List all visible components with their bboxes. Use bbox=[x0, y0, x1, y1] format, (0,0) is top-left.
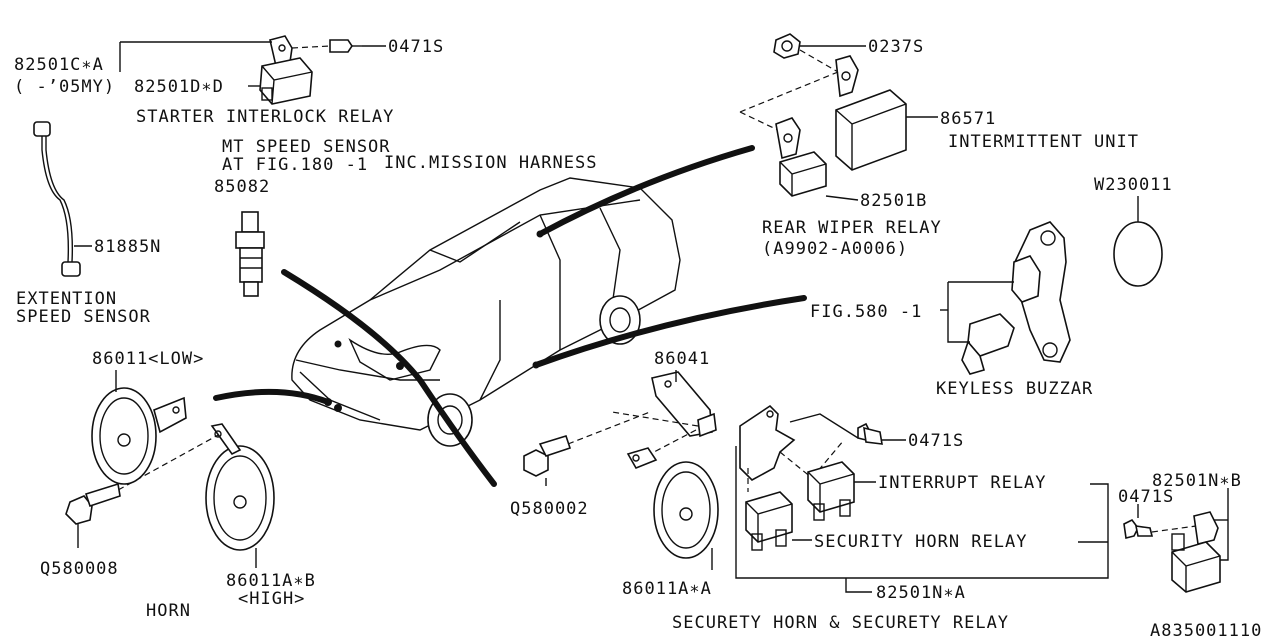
leader-horn bbox=[213, 388, 331, 405]
label-horn-bracket: 86041 bbox=[654, 349, 710, 369]
label-bolt-mid: 0471S bbox=[908, 431, 964, 451]
label-relay-na: 82501N∗A bbox=[876, 583, 966, 603]
label-nut-top: 0237S bbox=[868, 37, 924, 57]
label-horn-high-part: 86011A∗B bbox=[226, 571, 316, 591]
label-sec-horn-part: 86011A∗A bbox=[622, 579, 712, 599]
horn-bolt-drawing bbox=[65, 482, 121, 525]
car-body-drawing bbox=[291, 177, 681, 447]
label-intermittent-name: INTERMITTENT UNIT bbox=[948, 132, 1139, 152]
label-fig580: FIG.580 -1 bbox=[810, 302, 922, 322]
label-ext-sensor-name-1: EXTENTION bbox=[16, 289, 117, 309]
label-bolt-q2: Q580002 bbox=[510, 499, 589, 519]
leader-keyless bbox=[533, 295, 807, 368]
label-rear-wiper-name: REAR WIPER RELAY bbox=[762, 218, 942, 238]
label-rear-wiper-range: (A9902-A0006) bbox=[762, 239, 908, 259]
security-horn-relay-drawing bbox=[745, 491, 793, 551]
label-interrupt-relay: INTERRUPT RELAY bbox=[878, 473, 1047, 493]
security-horn-drawing bbox=[626, 447, 719, 559]
label-relay-starter-c: 82501C∗A bbox=[14, 55, 104, 75]
label-mt-speed-sensor: MT SPEED SENSOR bbox=[222, 137, 391, 157]
label-keyless-buzzar: KEYLESS BUZZAR bbox=[936, 379, 1093, 399]
label-at-fig: AT FIG.180 -1 bbox=[222, 155, 368, 175]
label-horn-name: HORN bbox=[146, 601, 191, 621]
grommet-drawing bbox=[1113, 221, 1163, 287]
label-inc-mission: INC.MISSION HARNESS bbox=[384, 153, 597, 173]
label-bolt-top: 0471S bbox=[388, 37, 444, 57]
label-relay-starter-c-note: ( -’05MY) bbox=[14, 77, 115, 97]
bracket-86041-drawing bbox=[651, 371, 717, 438]
leader-sensor bbox=[281, 269, 497, 487]
rear-wiper-relay-drawing bbox=[739, 71, 839, 197]
security-relay-bracket-drawing bbox=[739, 404, 845, 492]
intermittent-unit-drawing bbox=[773, 33, 907, 171]
label-relay-starter-d: 82501D∗D bbox=[134, 77, 224, 97]
label-diagram-id: A835001110 bbox=[1150, 621, 1262, 640]
label-ext-sensor-name-2: SPEED SENSOR bbox=[16, 307, 151, 327]
label-sensor-part: 85082 bbox=[214, 177, 270, 197]
label-relay-nb: 82501N∗B bbox=[1152, 471, 1242, 491]
label-bolt-horn: Q580008 bbox=[40, 559, 119, 579]
relay-nb-drawing bbox=[1123, 511, 1221, 593]
keyless-buzzer-drawing bbox=[961, 221, 1071, 375]
horn-high-drawing bbox=[205, 423, 275, 551]
label-horn-high: <HIGH> bbox=[238, 589, 305, 609]
label-ext-sensor-part: 81885N bbox=[94, 237, 161, 257]
bolt-mid-drawing bbox=[857, 422, 883, 445]
label-grommet-part: W230011 bbox=[1094, 175, 1173, 195]
leader-wiper bbox=[537, 145, 755, 237]
extension-speed-sensor-drawing bbox=[33, 121, 81, 277]
label-intermittent-part: 86571 bbox=[940, 109, 996, 129]
speed-sensor-drawing bbox=[235, 211, 265, 297]
starter-interlock-relay-drawing bbox=[259, 35, 362, 105]
label-securety-name: SECURETY HORN & SECURETY RELAY bbox=[672, 613, 1009, 633]
label-starter-relay-name: STARTER INTERLOCK RELAY bbox=[136, 107, 394, 127]
horn-low-drawing bbox=[91, 387, 187, 485]
label-bolt-right: 0471S bbox=[1118, 487, 1174, 507]
label-security-horn-relay: SECURITY HORN RELAY bbox=[814, 532, 1027, 552]
label-rear-wiper-part: 82501B bbox=[860, 191, 927, 211]
interrupt-relay-drawing bbox=[807, 461, 855, 521]
bolt-q580002-drawing bbox=[523, 435, 572, 477]
label-horn-low: 86011<LOW> bbox=[92, 349, 204, 369]
